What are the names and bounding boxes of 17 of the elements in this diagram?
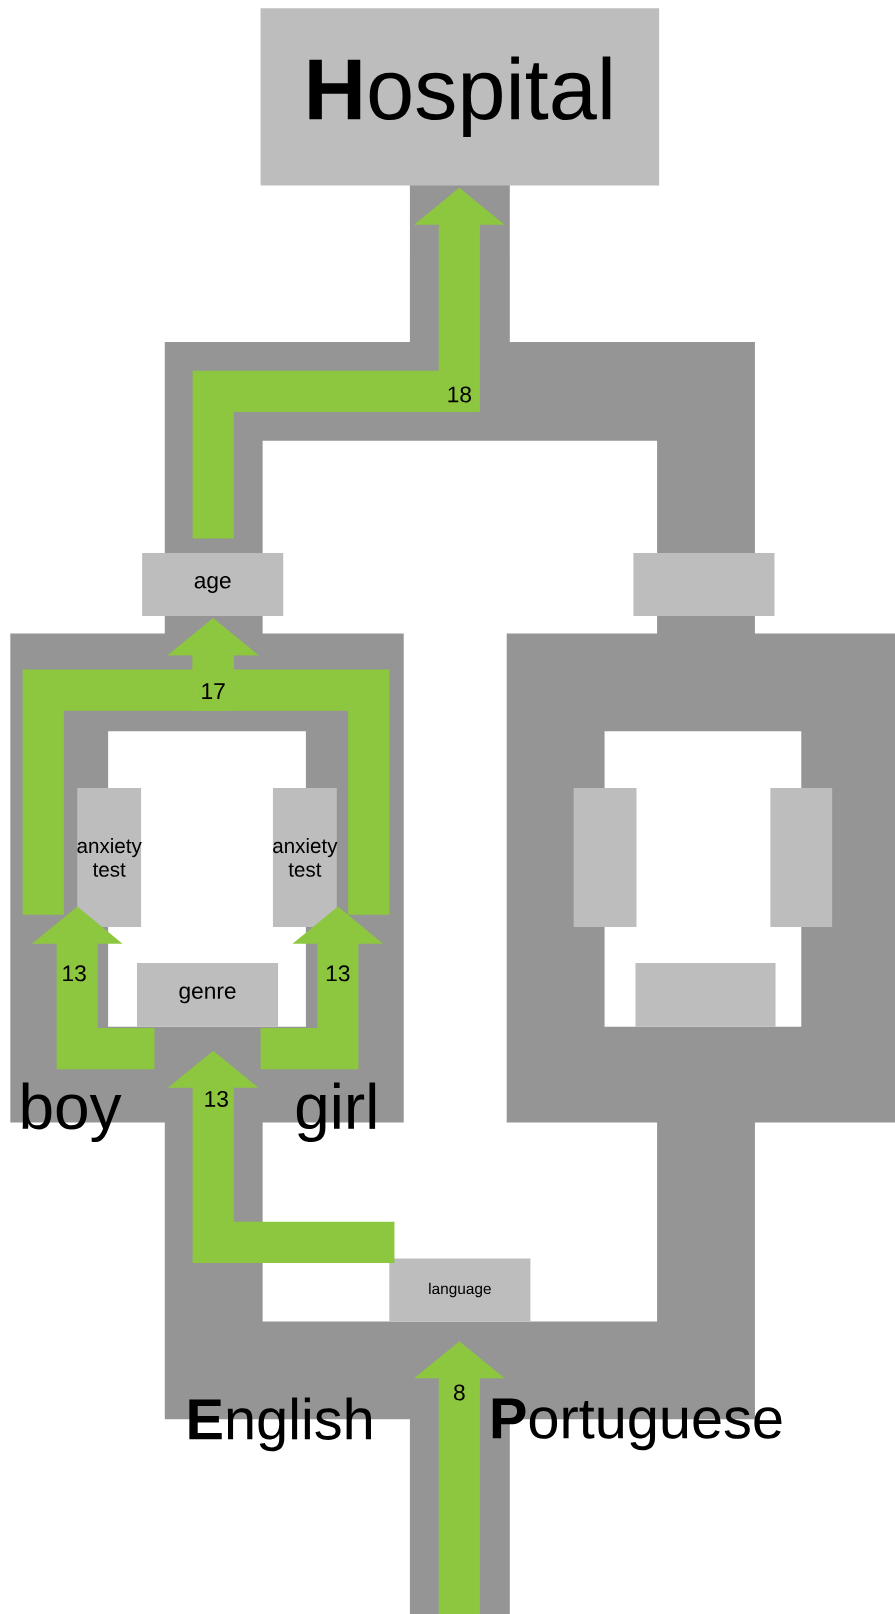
decision-box: genre	[137, 963, 279, 1027]
test-box: anxiety test	[272, 787, 338, 927]
branch-label: English	[189, 1397, 371, 1452]
decision-box: language	[389, 1258, 531, 1322]
empty-box	[770, 787, 833, 927]
empty-box	[573, 787, 637, 927]
edge-label: 13	[60, 964, 88, 983]
edge-label: 8	[452, 1383, 467, 1402]
edge-label: 17	[199, 682, 227, 700]
test-box: anxiety test	[77, 787, 142, 927]
empty-box	[635, 963, 776, 1027]
branch-label: Portuguese	[492, 1398, 782, 1451]
title-box: Hospital	[260, 8, 660, 186]
decision-box: age	[142, 553, 284, 616]
empty-box	[633, 553, 775, 616]
edge-label: 13	[324, 964, 352, 983]
edge-label: 18	[445, 385, 473, 404]
